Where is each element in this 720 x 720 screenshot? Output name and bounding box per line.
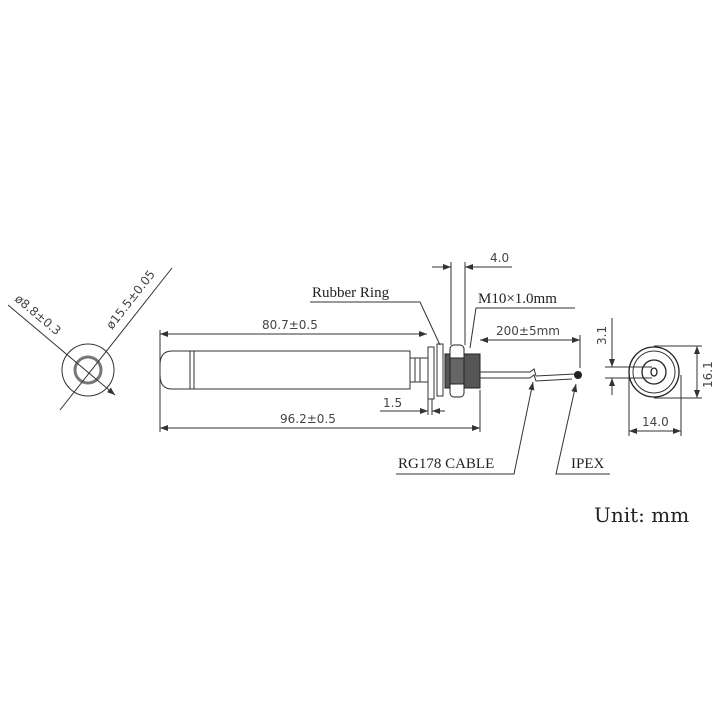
- unit-note: Unit: mm: [594, 503, 689, 527]
- total-length-label: 96.2±0.5: [280, 412, 336, 426]
- height-label: 16.1: [701, 361, 715, 388]
- outer-diameter-label: ø15.5±0.05: [103, 267, 158, 331]
- flange-thickness-label: 1.5: [383, 396, 402, 410]
- outer-diameter-leader: [59, 267, 173, 411]
- cable-length-label: 200±5mm: [496, 324, 560, 338]
- inner-diameter-leader: [7, 304, 116, 396]
- rubber-ring: [436, 343, 444, 397]
- width-label: 14.0: [642, 415, 669, 429]
- nut-width-label: 4.0: [490, 251, 509, 265]
- inner-circle: [73, 355, 103, 385]
- thread-label: M10×1.0mm: [478, 291, 557, 307]
- left-end-view: ø8.8±0.3 ø15.5±0.05: [7, 267, 173, 411]
- center-pin: [650, 367, 658, 377]
- rubber-ring-label: Rubber Ring: [312, 285, 390, 301]
- side-view: 80.7±0.5 96.2±0.5 1.5 4.0 M10×1.0mm Rubb…: [159, 251, 610, 475]
- flange: [427, 346, 435, 400]
- ipex-connector: [574, 371, 582, 379]
- antenna-body: [159, 350, 411, 390]
- cable: [480, 368, 576, 377]
- cable-label: RG178 CABLE: [398, 456, 494, 472]
- outer-circle: [61, 343, 115, 397]
- hinge-joint: [409, 357, 429, 383]
- right-end-view: 16.1 14.0 3.1: [595, 318, 715, 436]
- hex-outline: [628, 346, 680, 398]
- antenna-length-label: 80.7±0.5: [262, 318, 318, 332]
- connector-label: IPEX: [571, 456, 605, 472]
- pin-offset-label: 3.1: [595, 326, 609, 345]
